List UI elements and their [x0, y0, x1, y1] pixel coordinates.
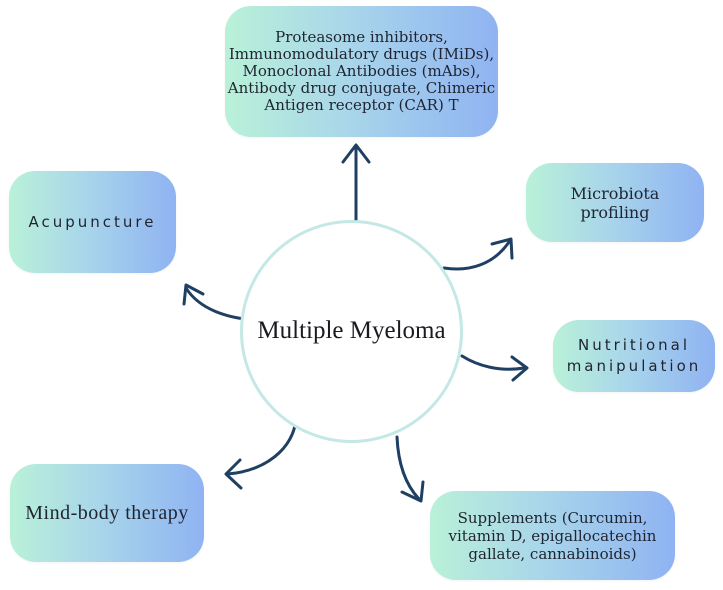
supplements-label: Supplements (Curcumin, vitamin D, epigal… [448, 508, 657, 563]
microbiota-node: Microbiota profiling [526, 163, 704, 242]
arrow-to-therapies [341, 143, 371, 222]
therapies-node: Proteasome inhibitors, Immunomodulatory … [225, 6, 498, 137]
arrow-to-nutritional [460, 354, 529, 382]
arrow-to-supplements [395, 435, 425, 503]
acupuncture-node: Acupuncture [9, 171, 176, 273]
supplements-node: Supplements (Curcumin, vitamin D, epigal… [430, 491, 675, 580]
acupuncture-label: Acupuncture [28, 212, 157, 231]
arrow-to-microbiota [442, 237, 514, 271]
microbiota-label: Microbiota profiling [570, 183, 660, 222]
nutritional-node: Nutritional manipulation [553, 320, 715, 392]
therapies-label: Proteasome inhibitors, Immunomodulatory … [227, 28, 496, 114]
mind-body-label: Mind-body therapy [25, 501, 189, 524]
center-node: Multiple Myeloma [240, 220, 463, 443]
arrow-to-mind-body [224, 410, 298, 490]
nutritional-label: Nutritional manipulation [566, 336, 702, 375]
center-label: Multiple Myeloma [257, 316, 446, 344]
mind-body-node: Mind-body therapy [10, 464, 204, 562]
